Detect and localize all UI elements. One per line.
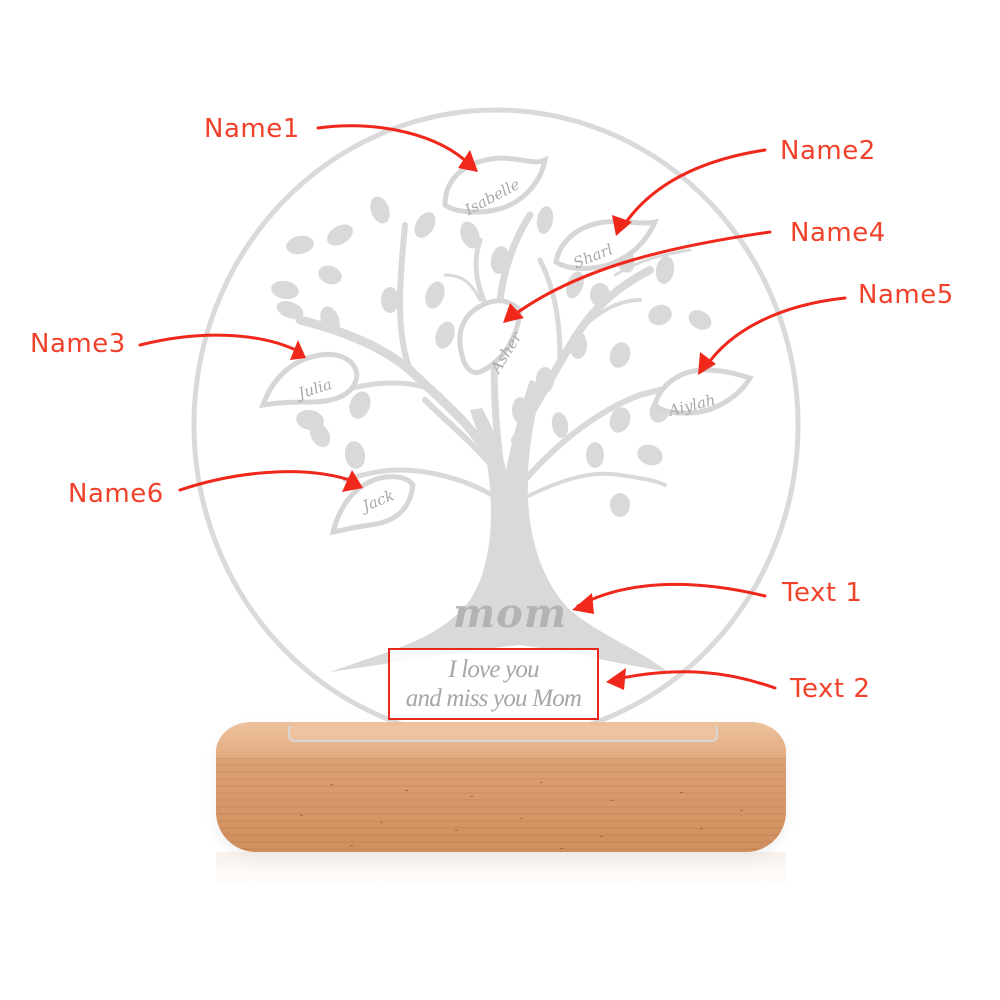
label-text1: Text 1	[782, 578, 863, 608]
engraved-text2-line1: I love you	[448, 656, 539, 683]
tree-trunk	[330, 380, 668, 672]
label-text2: Text 2	[790, 674, 871, 704]
arrow-name5	[703, 296, 847, 370]
label-name2: Name2	[780, 136, 876, 166]
base-reflection	[216, 852, 786, 888]
arrow-name2	[620, 148, 767, 230]
label-name3: Name3	[30, 329, 126, 359]
engraved-text2-box: I love you and miss you Mom	[388, 648, 599, 720]
label-name5: Name5	[858, 280, 954, 310]
arrow-name6	[178, 470, 357, 492]
arrow-text1	[576, 582, 767, 608]
label-name4: Name4	[790, 218, 886, 248]
engraved-text1: mom	[452, 590, 568, 637]
decorative-leaves	[271, 196, 712, 517]
leaf-name1: Isabelle	[442, 155, 549, 219]
arrow-name3	[138, 333, 302, 354]
arrow-text2	[610, 670, 777, 690]
arrow-name4	[508, 230, 772, 320]
arrow-name1	[316, 124, 472, 167]
leaf-name2: Sharl	[553, 218, 660, 272]
leaf-name5: Aiylah	[652, 367, 754, 420]
label-name6: Name6	[68, 479, 164, 509]
name-leaves: Isabelle Sharl Julia Asher Aiylah Jack	[259, 155, 754, 536]
annotation-arrows	[138, 124, 847, 690]
leaf-name6: Jack	[329, 474, 416, 536]
acrylic-slot	[288, 726, 718, 742]
leaf-name3: Julia	[259, 351, 360, 409]
label-name1: Name1	[204, 114, 300, 144]
engraved-text2-line2: and miss you Mom	[405, 685, 582, 712]
arrowheads	[290, 150, 716, 690]
